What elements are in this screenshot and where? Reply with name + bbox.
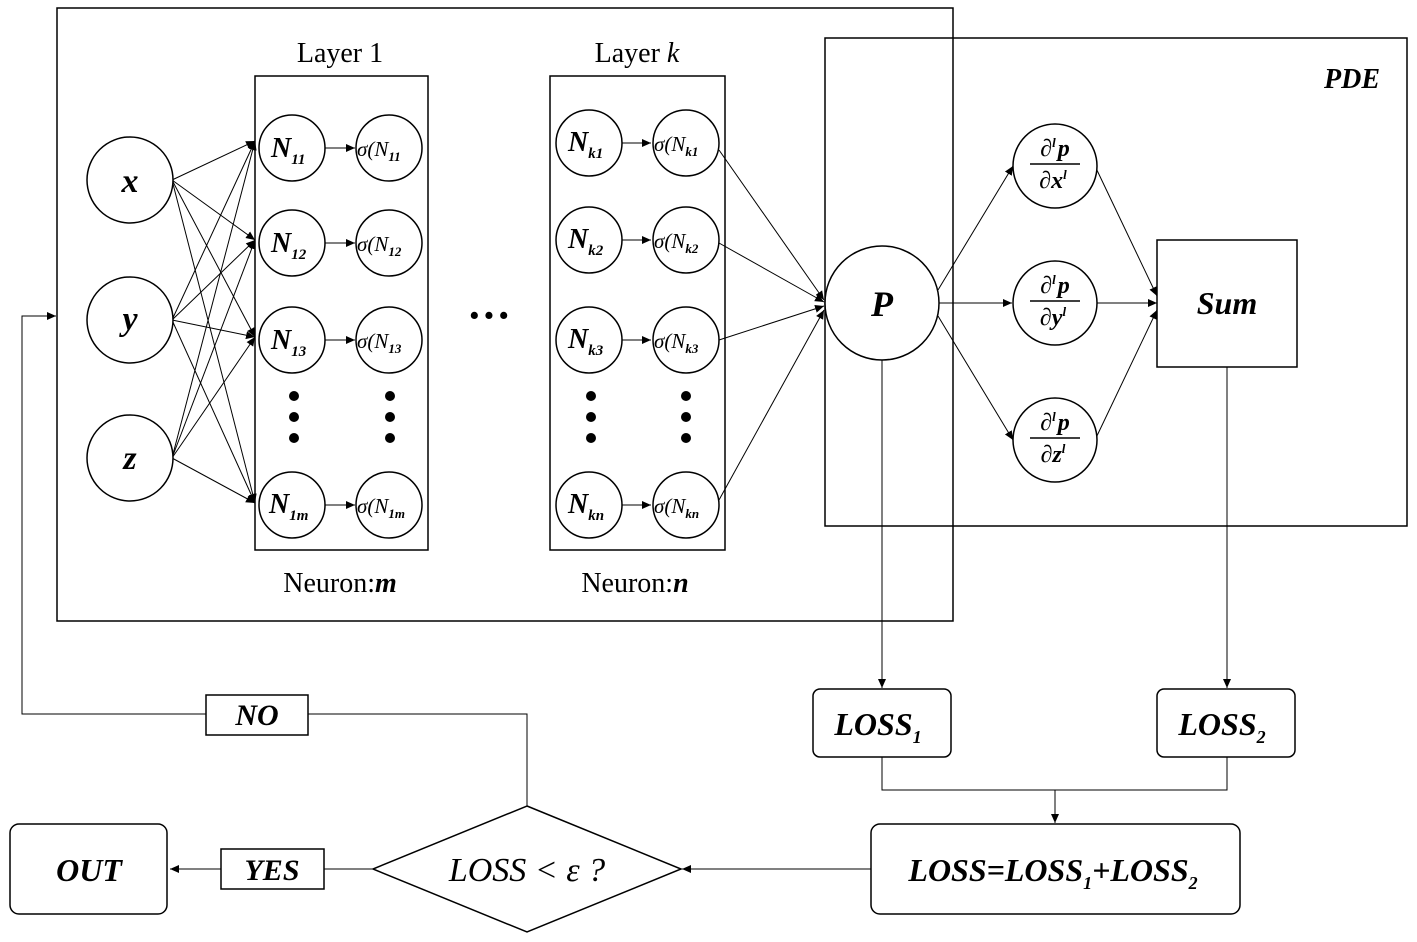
- svg-text:σ(Nk1: σ(Nk1: [654, 132, 698, 159]
- layerk-box: [549, 75, 726, 551]
- no-feedback-path: [21, 312, 528, 806]
- svg-text:Nk1: Nk1: [567, 127, 603, 162]
- out-box: OUT: [9, 823, 168, 915]
- svg-text:σ(Nk2: σ(Nk2: [654, 229, 699, 256]
- output-node-p: P: [824, 245, 940, 361]
- svg-text:∂lp: ∂lp: [1040, 135, 1069, 162]
- svg-text:∂zl: ∂zl: [1041, 441, 1066, 468]
- svg-text:N12: N12: [270, 228, 307, 263]
- svg-text:LOSS=LOSS1+LOSS2: LOSS=LOSS1+LOSS2: [907, 852, 1197, 893]
- svg-text:∂xl: ∂xl: [1039, 167, 1067, 194]
- svg-text:σ(Nk3: σ(Nk3: [654, 329, 699, 356]
- svg-text:σ(Nkn: σ(Nkn: [654, 494, 699, 521]
- pde-title: PDE: [1323, 64, 1380, 95]
- svg-text:LOSS < ε ?: LOSS < ε ?: [448, 852, 605, 889]
- no-label-box: NO: [205, 694, 309, 736]
- derivative-node-x: ∂lp ∂xl: [1012, 123, 1098, 209]
- total-loss-box: LOSS=LOSS1+LOSS2: [870, 823, 1241, 915]
- svg-text:∂lp: ∂lp: [1040, 272, 1069, 299]
- neuron-k3: Nk3 σ(Nk3: [555, 306, 720, 374]
- layerk-vertical-dots: [586, 391, 691, 443]
- svg-text:N1m: N1m: [268, 489, 308, 524]
- svg-text:σ(N11: σ(N11: [357, 137, 401, 164]
- derivative-node-z: ∂lp ∂zl: [1012, 397, 1098, 483]
- loss1-box: LOSS1: [812, 688, 952, 758]
- derivative-node-y: ∂lp ∂yl: [1012, 260, 1098, 346]
- input-node-x: x: [86, 136, 174, 224]
- svg-text:Sum: Sum: [1197, 285, 1257, 321]
- svg-text:σ(N12: σ(N12: [357, 232, 402, 259]
- neuron-k1: Nk1 σ(Nk1: [555, 109, 720, 177]
- svg-text:σ(N13: σ(N13: [357, 329, 402, 356]
- svg-text:YES: YES: [244, 854, 299, 887]
- layers-ellipsis: ···: [467, 291, 511, 340]
- layer1-neurons: N11 σ(N11 N12 σ(N12 N13 σ(N13 N1m: [258, 114, 423, 539]
- neuron-kn: Nkn σ(Nkn: [555, 471, 720, 539]
- svg-text:OUT: OUT: [56, 852, 123, 888]
- loss-connections: [878, 360, 1231, 823]
- svg-text:z: z: [122, 440, 137, 477]
- layer1-vertical-dots: [289, 391, 395, 443]
- svg-text:∂yl: ∂yl: [1040, 304, 1067, 331]
- input-connections: [171, 140, 257, 504]
- layer1-neuron-count: Neuron:m: [283, 568, 397, 599]
- loss2-box: LOSS2: [1156, 688, 1296, 758]
- neuron-k2: Nk2 σ(Nk2: [555, 206, 720, 274]
- svg-text:NO: NO: [234, 699, 278, 732]
- layerk-neurons: Nk1 σ(Nk1 Nk2 σ(Nk2 Nk3 σ(Nk3 Nkn: [555, 109, 720, 539]
- sum-box: Sum: [1156, 239, 1298, 368]
- derivative-connections: [937, 165, 1158, 441]
- decision-diamond: LOSS < ε ?: [371, 805, 683, 933]
- neuron-11: N11 σ(N11: [258, 114, 423, 182]
- svg-text:σ(N1m: σ(N1m: [357, 494, 405, 521]
- input-node-z: z: [86, 414, 174, 502]
- neuron-12: N12 σ(N12: [258, 209, 423, 277]
- svg-text:y: y: [118, 301, 138, 338]
- svg-text:P: P: [870, 284, 894, 324]
- svg-text:N13: N13: [270, 325, 307, 360]
- layer1-title: Layer 1: [297, 38, 383, 69]
- svg-text:Nk2: Nk2: [567, 224, 604, 259]
- neuron-13: N13 σ(N13: [258, 306, 423, 374]
- layerk-neuron-count: Neuron:n: [581, 568, 688, 599]
- pde-box: [824, 37, 1408, 527]
- network-box: [56, 7, 954, 622]
- svg-text:LOSS2: LOSS2: [1177, 706, 1265, 747]
- svg-text:LOSS1: LOSS1: [833, 706, 921, 747]
- neuron-1m: N1m σ(N1m: [258, 471, 423, 539]
- svg-text:N11: N11: [270, 133, 305, 168]
- svg-text:x: x: [121, 163, 139, 200]
- output-connections: [718, 149, 825, 501]
- layer1-box: [254, 75, 429, 551]
- input-node-y: y: [86, 276, 174, 364]
- svg-text:Nk3: Nk3: [567, 324, 604, 359]
- layerk-title: Layer k: [595, 38, 680, 69]
- yes-label-box: YES: [220, 848, 325, 890]
- svg-text:∂lp: ∂lp: [1040, 409, 1069, 436]
- svg-text:Nkn: Nkn: [567, 489, 604, 524]
